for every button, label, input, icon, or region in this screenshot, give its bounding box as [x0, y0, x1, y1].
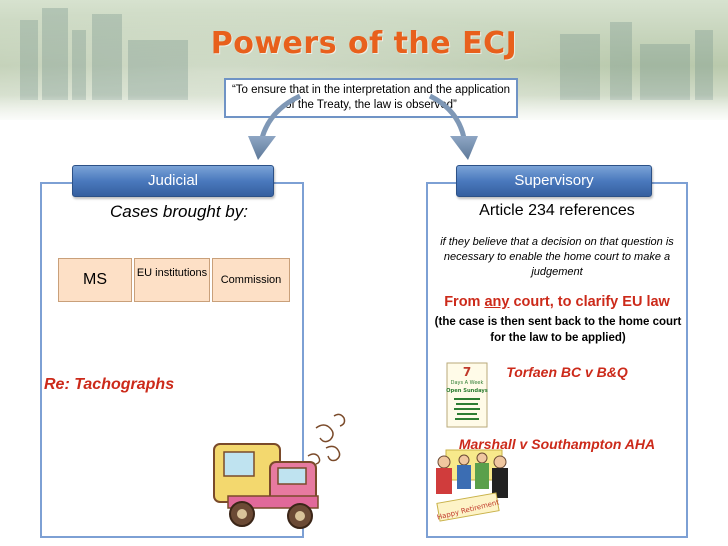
left-curved-arrow	[259, 93, 302, 139]
commission-box: Commission	[212, 258, 290, 302]
truck-illustration	[213, 413, 346, 529]
sundays-open-text: Open Sundays	[446, 388, 488, 394]
cases-heading: Cases brought by:	[110, 202, 248, 221]
marshall-case: Marshall v Southampton AHA	[458, 436, 656, 452]
tachographs-note: Re: Tachographs	[44, 376, 175, 393]
article-234-heading: Article 234 references	[479, 202, 635, 219]
right-arrow-head	[450, 136, 478, 160]
sundays-number: 7	[463, 365, 471, 379]
any-court-emphasis: any	[484, 294, 510, 310]
sundays-days-text: Days A Week	[451, 380, 484, 386]
tab-supervisory: Supervisory	[456, 165, 652, 197]
condition-text: if they believe that a decision on that …	[440, 236, 674, 278]
any-court-statement: From any court, to clarify EU law	[428, 294, 686, 310]
ms-box: MS	[58, 258, 132, 302]
right-curved-arrow	[428, 93, 467, 139]
tab-judicial: Judicial	[72, 165, 274, 197]
sent-back-note: (the case is then sent back to the home …	[434, 316, 682, 344]
eu-institutions-box: EU institutions	[134, 258, 210, 302]
retirement-illustration: Happy Retirement	[436, 449, 508, 522]
any-court-suffix: court, to clarify EU law	[509, 294, 670, 310]
quote-box: “To ensure that in the interpretation an…	[224, 78, 518, 118]
open-sundays-illustration: 7 Days A Week Open Sundays	[446, 362, 488, 428]
left-arrow-head	[248, 136, 276, 160]
torfaen-case: Torfaen BC v B&Q	[506, 364, 628, 380]
slide-title: Powers of the ECJ	[210, 26, 518, 61]
any-court-prefix: From	[444, 294, 485, 310]
